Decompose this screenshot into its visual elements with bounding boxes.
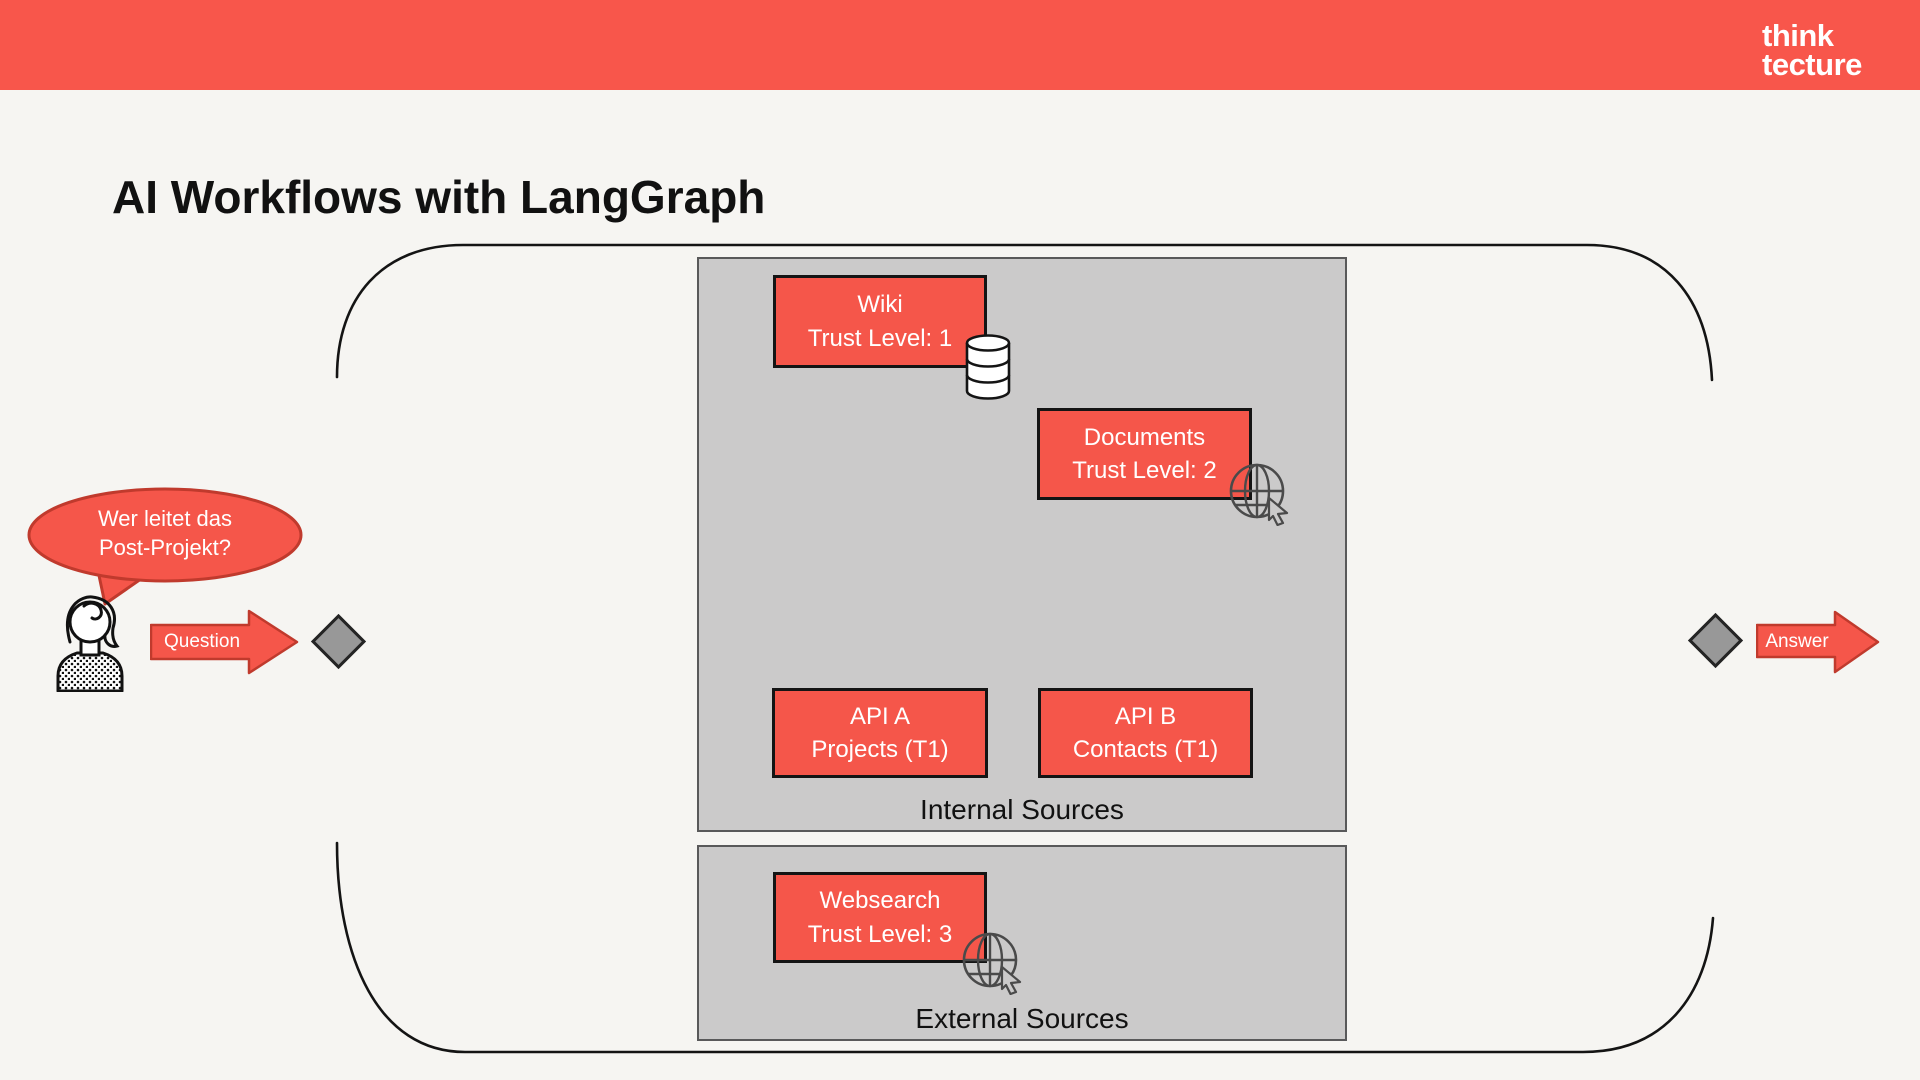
page-title: AI Workflows with LangGraph — [112, 171, 766, 223]
node-api-b: API B Contacts (T1) — [1038, 688, 1253, 778]
speech-bubble-shape — [27, 487, 303, 606]
brand-logo-line2: tecture — [1762, 47, 1862, 83]
diamond-connector-right — [1687, 612, 1744, 669]
node-api-b-title: API B — [1114, 702, 1177, 730]
node-websearch-title: Websearch — [819, 887, 941, 915]
node-api-a-sub: Projects (T1) — [811, 736, 949, 763]
user-speech-bubble: Wer leitet das Post-Projekt? — [25, 486, 310, 608]
node-api-a: API A Projects (T1) — [772, 688, 988, 778]
answer-arrow — [1756, 610, 1880, 674]
globe-pointer-icon — [1229, 463, 1289, 526]
node-websearch-trust: Trust Level: 3 — [807, 920, 953, 948]
diamond-connector-left — [310, 613, 367, 670]
external-sources-label: External Sources — [915, 1003, 1129, 1034]
speech-bubble-line2: Post-Projekt? — [98, 535, 232, 560]
node-documents: Documents Trust Level: 2 — [1037, 408, 1252, 500]
question-arrow-label: Question — [163, 631, 241, 652]
globe-pointer-icon — [962, 932, 1022, 995]
node-wiki-trust: Trust Level: 1 — [807, 324, 953, 352]
brand-logo: think tecture — [1762, 18, 1862, 83]
node-wiki: Wiki Trust Level: 1 — [773, 275, 987, 368]
node-documents-trust: Trust Level: 2 — [1072, 457, 1217, 484]
internal-sources-label: Internal Sources — [920, 794, 1124, 825]
brand-logo-line1: think — [1762, 18, 1834, 53]
answer-arrow-label: Answer — [1765, 631, 1829, 652]
node-websearch: Websearch Trust Level: 3 — [773, 872, 987, 963]
node-api-b-sub: Contacts (T1) — [1072, 736, 1219, 763]
database-icon — [965, 334, 1011, 400]
question-arrow — [150, 609, 299, 675]
node-documents-title: Documents — [1083, 423, 1206, 451]
speech-bubble-text: Wer leitet das Post-Projekt? — [25, 486, 305, 582]
header-bar — [0, 0, 1920, 90]
node-api-a-title: API A — [849, 702, 911, 730]
speech-bubble-line1: Wer leitet das — [97, 506, 233, 532]
person-icon — [56, 595, 124, 692]
node-wiki-title: Wiki — [857, 291, 903, 319]
